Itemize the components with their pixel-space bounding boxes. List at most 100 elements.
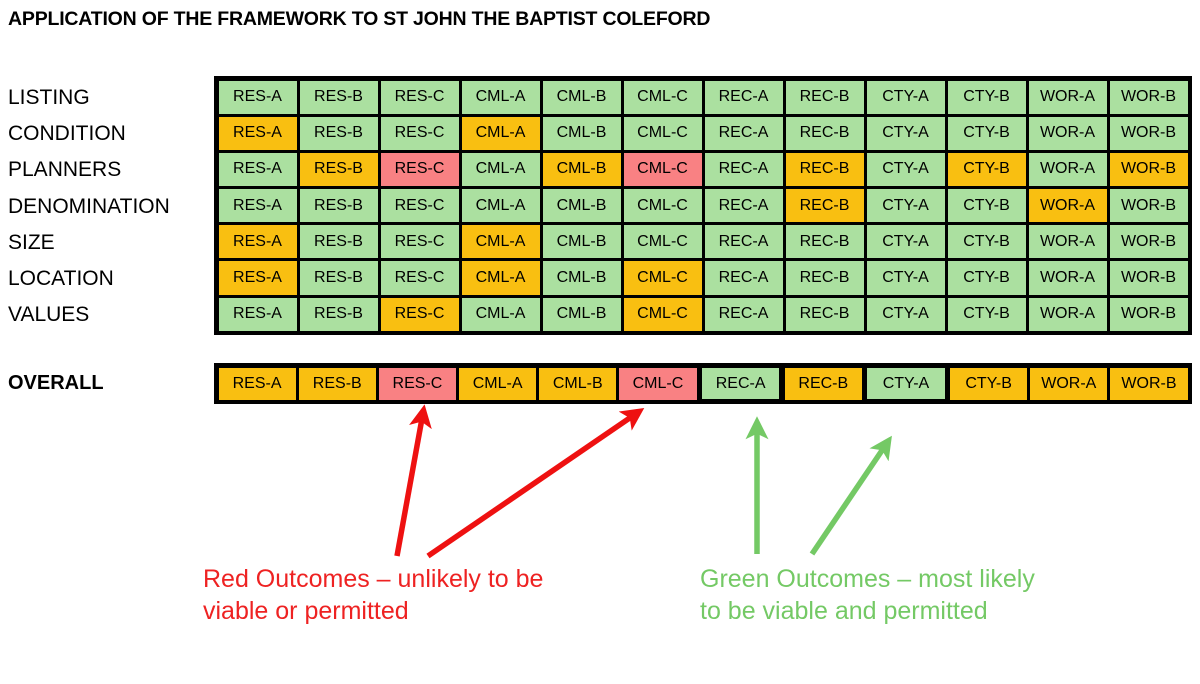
matrix-cell[interactable]: RES-C	[380, 261, 459, 295]
matrix-cell[interactable]: CTY-B	[947, 225, 1026, 259]
matrix-cell[interactable]: WOR-A	[1028, 225, 1107, 259]
matrix-cell[interactable]: REC-B	[785, 80, 864, 114]
matrix-cell[interactable]: WOR-B	[1109, 261, 1188, 295]
matrix-cell[interactable]: CTY-B	[947, 80, 1026, 114]
matrix-cell[interactable]: CTY-A	[866, 152, 945, 187]
matrix-cell[interactable]: CTY-A	[866, 80, 945, 114]
matrix-cell[interactable]: RES-C	[380, 297, 459, 331]
matrix-cell[interactable]: RES-A	[218, 189, 297, 223]
green-arrow-cty-a	[809, 435, 892, 556]
matrix-cell[interactable]: CML-A	[461, 225, 540, 259]
matrix-cell[interactable]: CTY-B	[947, 261, 1026, 295]
overall-cell[interactable]: WOR-A	[1030, 367, 1108, 400]
matrix-cell[interactable]: WOR-B	[1109, 297, 1188, 331]
matrix-cell[interactable]: WOR-A	[1028, 80, 1107, 114]
matrix-cell[interactable]: REC-A	[704, 225, 783, 259]
overall-cell-highlighted[interactable]: REC-A	[698, 364, 784, 403]
matrix-cell[interactable]: RES-A	[218, 297, 297, 331]
matrix-cell[interactable]: WOR-A	[1028, 297, 1107, 331]
matrix-cell[interactable]: CML-A	[461, 116, 540, 150]
matrix-cell[interactable]: WOR-B	[1109, 116, 1188, 150]
matrix-cell[interactable]: RES-B	[299, 152, 378, 187]
matrix-cell[interactable]: CML-A	[461, 80, 540, 114]
matrix-cell[interactable]: WOR-B	[1109, 80, 1188, 114]
matrix-cell[interactable]: RES-B	[299, 261, 378, 295]
matrix-cell[interactable]: CML-A	[461, 189, 540, 223]
matrix-cell[interactable]: CML-B	[542, 297, 621, 331]
matrix-cell[interactable]: REC-B	[785, 152, 864, 187]
matrix-cell[interactable]: REC-B	[785, 297, 864, 331]
matrix-cell[interactable]: REC-B	[785, 225, 864, 259]
matrix-cell[interactable]: WOR-A	[1028, 116, 1107, 150]
matrix-cell[interactable]: RES-B	[299, 116, 378, 150]
matrix-cell[interactable]: REC-A	[704, 297, 783, 331]
matrix-cell[interactable]: WOR-A	[1028, 261, 1107, 295]
matrix-cell[interactable]: CTY-B	[947, 189, 1026, 223]
matrix-cell[interactable]: REC-A	[704, 116, 783, 150]
matrix-cell[interactable]: CML-B	[542, 152, 621, 187]
matrix-cell[interactable]: CML-B	[542, 189, 621, 223]
matrix-cell[interactable]: REC-A	[704, 261, 783, 295]
matrix-cell[interactable]: REC-B	[785, 116, 864, 150]
matrix-cell[interactable]: REC-A	[704, 80, 783, 114]
matrix-cell[interactable]: CTY-A	[866, 261, 945, 295]
matrix-cell[interactable]: WOR-B	[1109, 225, 1188, 259]
overall-cell[interactable]: RES-A	[218, 367, 296, 400]
matrix-cell[interactable]: CML-C	[623, 80, 702, 114]
matrix-cell[interactable]: RES-A	[218, 261, 297, 295]
matrix-cell[interactable]: RES-A	[218, 80, 297, 114]
matrix-cell[interactable]: CTY-A	[866, 116, 945, 150]
matrix-cell[interactable]: RES-A	[218, 152, 297, 187]
matrix-cell[interactable]: CTY-A	[866, 189, 945, 223]
matrix-cell[interactable]: WOR-A	[1028, 189, 1107, 223]
matrix-cell[interactable]: CML-B	[542, 80, 621, 114]
matrix-cell[interactable]: REC-A	[704, 189, 783, 223]
matrix-cell[interactable]: CTY-B	[947, 116, 1026, 150]
matrix-cell[interactable]: RES-C	[380, 152, 459, 187]
matrix-cell[interactable]: RES-B	[299, 297, 378, 331]
matrix-cell[interactable]: CTY-A	[866, 297, 945, 331]
matrix-cell[interactable]: CTY-B	[947, 152, 1026, 187]
matrix-cell[interactable]: RES-B	[299, 225, 378, 259]
matrix-cell[interactable]: RES-C	[380, 80, 459, 114]
matrix-cell[interactable]: CML-C	[623, 225, 702, 259]
matrix-cell[interactable]: CML-C	[623, 116, 702, 150]
overall-cell[interactable]: REC-B	[784, 367, 862, 400]
matrix-cell[interactable]: REC-A	[704, 152, 783, 187]
matrix-cell[interactable]: CML-A	[461, 152, 540, 187]
overall-cell[interactable]: RES-B	[298, 367, 376, 400]
matrix-cell[interactable]: CML-C	[623, 152, 702, 187]
matrix-cell[interactable]: CML-B	[542, 225, 621, 259]
matrix-cell[interactable]: REC-B	[785, 189, 864, 223]
matrix-cell[interactable]: RES-A	[218, 116, 297, 150]
matrix-cell[interactable]: RES-B	[299, 189, 378, 223]
matrix-cell[interactable]: REC-B	[785, 261, 864, 295]
overall-cell[interactable]: CML-A	[459, 367, 537, 400]
matrix-cell[interactable]: CML-B	[542, 116, 621, 150]
matrix-cell[interactable]: CTY-B	[947, 297, 1026, 331]
overall-cell-highlighted[interactable]: CTY-A	[863, 364, 949, 403]
matrix-cell[interactable]: RES-C	[380, 116, 459, 150]
matrix-cell[interactable]: WOR-B	[1109, 189, 1188, 223]
matrix-cell[interactable]: CTY-A	[866, 225, 945, 259]
red-arrow-res-c	[394, 404, 432, 557]
matrix-cell[interactable]: CML-A	[461, 261, 540, 295]
matrix-cell[interactable]: WOR-B	[1109, 152, 1188, 187]
matrix-cell[interactable]: CML-C	[623, 189, 702, 223]
overall-cell[interactable]: CTY-B	[950, 367, 1028, 400]
overall-cell[interactable]: CML-B	[539, 367, 617, 400]
matrix-cell[interactable]: RES-C	[380, 225, 459, 259]
matrix-cell[interactable]: RES-B	[299, 80, 378, 114]
matrix-cell[interactable]: RES-A	[218, 225, 297, 259]
matrix-cell[interactable]: RES-C	[380, 189, 459, 223]
matrix-cell[interactable]: CML-B	[542, 261, 621, 295]
matrix-cell[interactable]: CML-A	[461, 297, 540, 331]
matrix-cell[interactable]: CML-C	[623, 261, 702, 295]
overall-cell[interactable]: RES-C	[378, 367, 457, 400]
overall-cell[interactable]: CML-C	[619, 367, 697, 400]
overall-cell[interactable]: WOR-B	[1110, 367, 1188, 400]
matrix-cell[interactable]: WOR-A	[1028, 152, 1107, 187]
matrix-cell[interactable]: CML-C	[623, 297, 702, 331]
